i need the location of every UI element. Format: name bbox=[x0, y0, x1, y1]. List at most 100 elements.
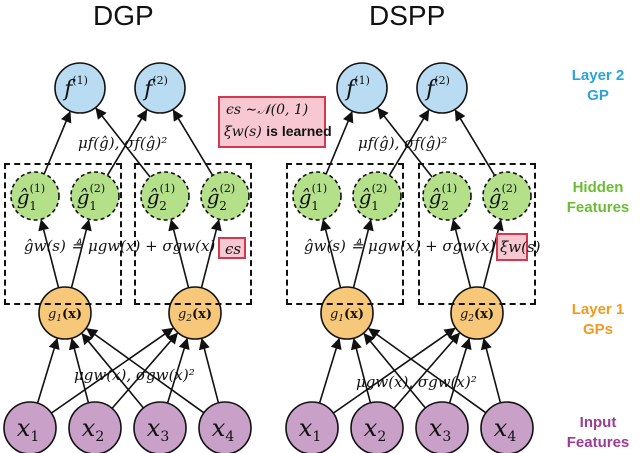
node-dspp-f2: f(2) bbox=[416, 62, 468, 114]
node-circle-dspp-f2 bbox=[416, 62, 468, 114]
edge-dgp-x2-to-dgp-gp1 bbox=[68, 338, 90, 404]
side-label-layer2-line2: GP bbox=[587, 87, 609, 104]
node-dgp-gp2: g2(x) bbox=[168, 286, 222, 340]
node-dspp-g11: ĝ(1)1 bbox=[292, 171, 342, 221]
edge-dgp-gp2-to-dgp-g21 bbox=[168, 219, 190, 289]
nodes: f(1) f(2) ĝ(1)1 ĝ(2)1 ĝ(1)2 ĝ(2)2 g1(x) g2(x) x1… bbox=[3, 62, 534, 453]
eq-bottom-dspp: μgw(x), σgw(x)² bbox=[356, 373, 477, 391]
annotation-learned: is learned bbox=[266, 123, 332, 139]
node-dspp-gp2: g2(x) bbox=[450, 286, 504, 340]
edge-dgp-x4-to-dgp-gp1 bbox=[86, 328, 205, 414]
node-text-dspp-g21: ĝ(1)2 bbox=[429, 182, 457, 213]
node-circle-dgp-x2 bbox=[68, 401, 122, 453]
edge-dgp-gp1-to-dgp-g12 bbox=[70, 219, 92, 289]
dgp-box-2 bbox=[134, 163, 252, 305]
node-text-dspp-gp1: g1(x) bbox=[330, 307, 364, 324]
dspp-box-2 bbox=[418, 163, 536, 305]
node-text-dgp-x2: x2 bbox=[82, 414, 104, 445]
side-label-hidden: Hidden Features bbox=[556, 178, 640, 218]
node-text-dgp-x1: x1 bbox=[17, 414, 39, 445]
node-circle-dspp-x4 bbox=[480, 401, 534, 453]
edge-dspp-x4-to-dspp-gp2 bbox=[480, 338, 502, 404]
edge-dgp-x4-to-dgp-gp2 bbox=[198, 338, 220, 404]
node-circle-dspp-f1 bbox=[336, 62, 388, 114]
node-text-dspp-x2: x2 bbox=[364, 414, 386, 445]
edge-dgp-x1-to-dgp-gp1 bbox=[36, 337, 60, 404]
title-dgp: DGP bbox=[93, 0, 154, 31]
edge-dgp-gp1-to-dgp-g11 bbox=[38, 219, 60, 289]
node-text-dspp-g12: ĝ(2)1 bbox=[359, 182, 387, 213]
node-circle-dspp-x2 bbox=[350, 401, 404, 453]
edge-dgp-x3-to-dgp-gp2 bbox=[166, 337, 190, 404]
node-text-dgp-x3: x3 bbox=[147, 414, 169, 445]
eq-top-dgp: μf(ĝ), σf(ĝ)² bbox=[78, 134, 168, 152]
node-text-dgp-g11: ĝ(1)1 bbox=[17, 182, 45, 213]
edges bbox=[36, 107, 504, 414]
node-text-dspp-gp2: g2(x) bbox=[460, 307, 494, 324]
eq-mid-dgp: ĝw(s) ≜ μgw(x) + σgw(x) bbox=[24, 237, 216, 255]
node-circle-dspp-g11 bbox=[292, 171, 342, 221]
node-dgp-x2: x2 bbox=[68, 401, 122, 453]
side-label-layer1-line1: Layer 1 bbox=[571, 301, 625, 318]
node-circle-dgp-x1 bbox=[3, 401, 57, 453]
node-circle-dspp-g22 bbox=[482, 171, 532, 221]
dspp-box-1 bbox=[286, 163, 404, 305]
node-dgp-x4: x4 bbox=[198, 401, 252, 453]
node-dspp-x1: x1 bbox=[285, 401, 339, 453]
annotation-box: ϵs ∼𝒩(0, 1) ξw(s) is learned bbox=[218, 96, 332, 148]
eq-bottom-dgp: μgw(x), σgw(x)² bbox=[74, 366, 195, 384]
node-circle-dspp-g12 bbox=[352, 171, 402, 221]
dgp-box-1 bbox=[4, 163, 122, 305]
edge-dspp-x2-to-dspp-gp1 bbox=[350, 338, 372, 404]
eq-mid-dgp-highlight: ϵs bbox=[218, 237, 246, 259]
edge-dspp-gp2-to-dspp-g22 bbox=[482, 219, 504, 289]
title-dspp: DSPP bbox=[369, 0, 446, 31]
eq-top-dspp: μf(ĝ), σf(ĝ)² bbox=[358, 134, 448, 152]
node-text-dgp-g22: ĝ(2)2 bbox=[207, 182, 235, 213]
eq-mid-dspp: ĝw(s) ≜ μgw(x) + σgw(x) bbox=[304, 237, 496, 255]
node-text-dspp-g11: ĝ(1)1 bbox=[299, 182, 327, 213]
edge-dspp-x3-to-dspp-gp1 bbox=[363, 332, 427, 409]
side-label-layer1: Layer 1 GPs bbox=[556, 300, 640, 340]
node-dgp-g21: ĝ(1)2 bbox=[140, 171, 190, 221]
node-text-dspp-x1: x1 bbox=[299, 414, 321, 445]
side-label-hidden-line1: Hidden bbox=[572, 179, 624, 196]
node-circle-dspp-gp2 bbox=[450, 286, 504, 340]
node-circle-dgp-g21 bbox=[140, 171, 190, 221]
side-label-input-line2: Features bbox=[566, 434, 630, 451]
node-circle-dgp-f1 bbox=[54, 62, 106, 114]
node-circle-dgp-gp2 bbox=[168, 286, 222, 340]
edge-dspp-x4-to-dspp-gp1 bbox=[368, 328, 487, 414]
edge-dspp-x1-to-dspp-gp1 bbox=[318, 337, 342, 404]
node-dgp-x3: x3 bbox=[133, 401, 187, 453]
node-dspp-f1: f(1) bbox=[336, 62, 388, 114]
node-dgp-g11: ĝ(1)1 bbox=[10, 171, 60, 221]
node-circle-dgp-g22 bbox=[200, 171, 250, 221]
edge-dgp-g21-to-dgp-f1 bbox=[95, 107, 151, 178]
node-text-dspp-x4: x4 bbox=[494, 414, 517, 445]
node-dspp-g22: ĝ(2)2 bbox=[482, 171, 532, 221]
side-label-input: Input Features bbox=[556, 413, 640, 453]
node-dgp-gp1: g1(x) bbox=[38, 286, 92, 340]
edge-dspp-gp2-to-dspp-g21 bbox=[450, 219, 472, 289]
eq-mid-dspp-xi: ξw(s) bbox=[500, 238, 541, 256]
node-circle-dspp-gp1 bbox=[320, 286, 374, 340]
annotation-line1: ϵs ∼𝒩(0, 1) bbox=[226, 102, 309, 118]
node-circle-dgp-x4 bbox=[198, 401, 252, 453]
node-circle-dgp-f2 bbox=[134, 62, 186, 114]
node-dspp-x3: x3 bbox=[415, 401, 469, 453]
node-dspp-x4: x4 bbox=[480, 401, 534, 453]
node-dspp-x2: x2 bbox=[350, 401, 404, 453]
edge-dspp-g21-to-dspp-f1 bbox=[377, 107, 433, 178]
node-dgp-f1: f(1) bbox=[54, 62, 106, 114]
node-dgp-f2: f(2) bbox=[134, 62, 186, 114]
node-dspp-gp1: g1(x) bbox=[320, 286, 374, 340]
node-text-dgp-x4: x4 bbox=[212, 414, 235, 445]
node-circle-dspp-g21 bbox=[422, 171, 472, 221]
eq-mid-dspp-highlight: ξw(s) bbox=[496, 233, 541, 261]
annotation-xi: ξw(s) bbox=[224, 124, 262, 140]
side-label-hidden-line2: Features bbox=[566, 199, 630, 216]
node-circle-dspp-x1 bbox=[285, 401, 339, 453]
node-circle-dgp-gp1 bbox=[38, 286, 92, 340]
